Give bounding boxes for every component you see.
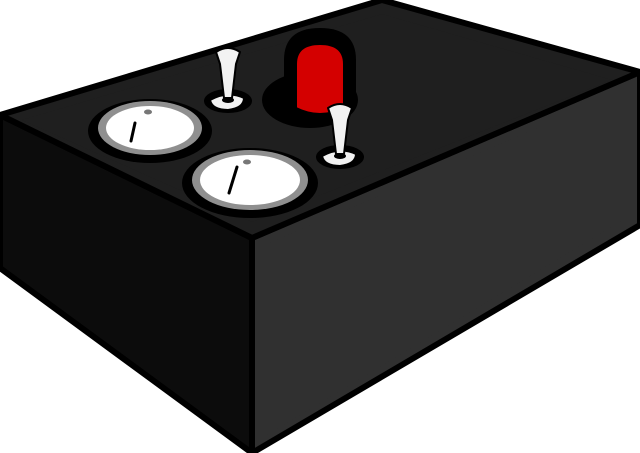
box-right-panel bbox=[262, 90, 626, 438]
toggle-left-pivot bbox=[222, 97, 234, 103]
dial-right-marker bbox=[243, 159, 251, 165]
dial-left-face bbox=[106, 106, 194, 150]
dial-left[interactable] bbox=[88, 99, 212, 163]
dial-right-face bbox=[200, 155, 300, 205]
dial-right-needle bbox=[227, 165, 239, 195]
dial-left-marker bbox=[144, 109, 152, 115]
dial-left-needle bbox=[129, 121, 137, 143]
lamp-bulb bbox=[295, 42, 345, 115]
toggle-switch-right[interactable] bbox=[316, 103, 364, 169]
toggle-right-pivot bbox=[334, 153, 346, 159]
dial-right[interactable] bbox=[182, 148, 318, 218]
toggle-switch-left[interactable] bbox=[204, 47, 252, 113]
